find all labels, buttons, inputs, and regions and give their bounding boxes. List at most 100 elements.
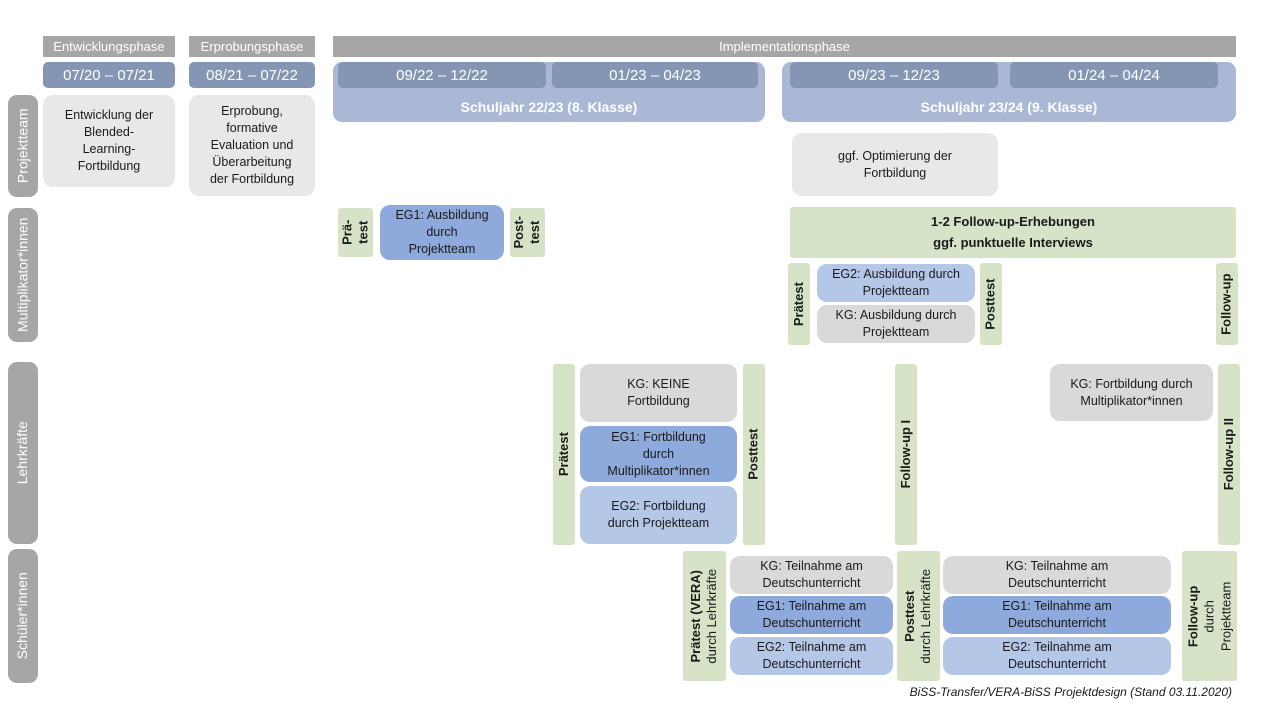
text-line: durch <box>1201 599 1217 633</box>
period-bar-01-23: 01/23 – 04/23 <box>552 62 758 88</box>
row-label-text: Projektteam <box>14 108 31 184</box>
text-line: Multiplikator*innen <box>1080 393 1183 408</box>
box-eg1-ausbildung: EG1: Ausbildung durch Projektteam <box>380 205 504 260</box>
text-line: Learning- <box>82 142 136 156</box>
box-text: KG: Teilnahme am Deutschunterricht <box>1006 558 1109 592</box>
vertical-label: Posttest durch Lehrkräfte <box>902 569 935 664</box>
box-followup-erhebungen: 1-2 Follow-up-Erhebungen ggf. punktuelle… <box>790 207 1236 258</box>
period-bar-07-20: 07/20 – 07/21 <box>43 62 175 88</box>
text-line: Evaluation und <box>210 138 294 152</box>
box-text: EG2: Fortbildung durch Projektteam <box>608 498 709 532</box>
box-kg-teilnahme-2: KG: Teilnahme am Deutschunterricht <box>943 556 1171 594</box>
text-line: Follow-up <box>1185 585 1201 647</box>
row-label-text: Lehrkräfte <box>14 421 31 485</box>
text-line: EG2: Ausbildung durch <box>832 267 960 281</box>
row-label-schueler: Schüler*innen <box>8 549 38 683</box>
box-text: EG2: Teilnahme am Deutschunterricht <box>757 639 867 673</box>
text-line: durch Lehrkräfte <box>704 568 720 664</box>
vertical-label: Post- test <box>511 216 544 249</box>
text-line: KG: Ausbildung durch <box>835 308 957 322</box>
text-line: Deutschunterricht <box>1008 576 1106 590</box>
text-line: durch Projektteam <box>607 516 710 530</box>
vertical-label: Follow-up <box>1218 273 1234 335</box>
text-line: Projektteam <box>408 242 476 256</box>
vertical-label: Follow-up durch Projektteam <box>1185 581 1234 650</box>
period-label: 07/20 – 07/21 <box>63 66 155 84</box>
text-line: EG2: Teilnahme am <box>1002 640 1112 654</box>
vertical-label: Prätest <box>555 432 571 477</box>
text-line: EG2: Teilnahme am <box>756 640 867 654</box>
row-label-projektteam: Projektteam <box>8 95 38 197</box>
bar-praetest-multiplikatoren-1: Prä- test <box>338 208 373 257</box>
bar-followup-schueler: Follow-up durch Projektteam <box>1182 551 1237 681</box>
bar-praetest-multiplikatoren-2: Prätest <box>788 263 810 345</box>
bar-posttest-multiplikatoren-2: Posttest <box>980 263 1002 345</box>
box-eg2-ausbildung: EG2: Ausbildung durch Projektteam <box>817 264 975 302</box>
period-label: 08/21 – 07/22 <box>206 66 298 84</box>
text-line: EG1: Teilnahme am <box>1002 599 1112 613</box>
text-line: Projektteam <box>862 325 930 339</box>
bar-followup-2-lehrkraefte: Follow-up II <box>1218 364 1240 545</box>
box-text: KG: Teilnahme am Deutschunterricht <box>760 558 863 592</box>
text-line: Erprobung, <box>221 104 283 118</box>
text-line: durch <box>642 446 675 461</box>
text-line: Fortbildung <box>863 165 927 180</box>
text-line: durch <box>426 225 458 239</box>
text-line: Posttest <box>902 590 918 642</box>
period-bar-08-21: 08/21 – 07/22 <box>189 62 315 88</box>
text-line: Fortbildung <box>77 159 141 173</box>
box-entwicklung-fortbildung: Entwicklung der Blended- Learning- Fortb… <box>43 95 175 187</box>
vertical-label: Follow-up II <box>1220 418 1236 491</box>
box-erprobung-evaluation: Erprobung, formative Evaluation und Über… <box>189 95 315 196</box>
text-line: durch Lehrkräfte <box>918 568 934 664</box>
footer-caption: BiSS-Transfer/VERA-BiSS Projektdesign (S… <box>909 685 1232 699</box>
box-text: Erprobung, formative Evaluation und Über… <box>210 103 294 188</box>
box-text: KG: KEINE Fortbildung <box>627 376 690 410</box>
box-eg1-teilnahme-2: EG1: Teilnahme am Deutschunterricht <box>943 596 1171 634</box>
vertical-label: Prätest <box>790 281 806 327</box>
bar-praetest-vera-schueler: Prätest (VERA) durch Lehrkräfte <box>683 551 726 681</box>
text-line: Deutschunterricht <box>762 616 861 630</box>
school-year-label: Schuljahr 23/24 (9. Klasse) <box>920 99 1098 115</box>
text-line: Projektteam <box>1217 581 1233 651</box>
text-line: Blended- <box>83 125 135 139</box>
box-eg2-fortbildung: EG2: Fortbildung durch Projektteam <box>580 486 737 544</box>
text-line: Deutschunterricht <box>1008 657 1106 671</box>
period-bar-09-23: 09/23 – 12/23 <box>790 62 998 88</box>
phase-label: Entwicklungsphase <box>53 39 165 54</box>
text-line: Multiplikator*innen <box>607 463 710 478</box>
text-line: test <box>527 220 543 245</box>
row-label-text: Schüler*innen <box>14 572 31 660</box>
vertical-label: Prätest (VERA) durch Lehrkräfte <box>688 569 721 664</box>
phase-header-erprobungsphase: Erprobungsphase <box>189 36 315 57</box>
vertical-label: Follow-up I <box>897 420 913 489</box>
phase-label: Implementationsphase <box>719 39 850 54</box>
box-eg1-fortbildung: EG1: Fortbildung durch Multiplikator*inn… <box>580 426 737 482</box>
bar-followup-1-lehrkraefte: Follow-up I <box>895 364 917 545</box>
phase-label: Erprobungsphase <box>200 39 304 54</box>
text-line: Post- <box>511 216 527 249</box>
text-line: KG: Teilnahme am <box>760 559 863 573</box>
text-line: Prä- <box>339 219 355 246</box>
box-text: EG1: Teilnahme am Deutschunterricht <box>757 598 867 632</box>
box-text: EG1: Fortbildung durch Multiplikator*inn… <box>607 429 709 480</box>
box-eg1-teilnahme-1: EG1: Teilnahme am Deutschunterricht <box>730 596 893 634</box>
phase-header-implementationsphase: Implementationsphase <box>333 36 1236 57</box>
bar-posttest-schueler: Posttest durch Lehrkräfte <box>897 551 940 681</box>
text-line: EG1: Ausbildung <box>395 208 489 222</box>
period-label: 09/22 – 12/22 <box>396 66 488 84</box>
box-eg2-teilnahme-2: EG2: Teilnahme am Deutschunterricht <box>943 637 1171 675</box>
period-label: 09/23 – 12/23 <box>848 66 940 84</box>
vertical-label: Posttest <box>982 278 998 330</box>
box-kg-fortbildung-multiplikatoren: KG: Fortbildung durch Multiplikator*inne… <box>1050 364 1213 421</box>
text-line: Fortbildung <box>627 394 690 408</box>
text-line: KG: Fortbildung durch <box>1070 376 1193 391</box>
text-line: der Fortbildung <box>209 172 295 186</box>
row-label-text: Multiplikator*innen <box>14 217 31 333</box>
bar-posttest-multiplikatoren-1: Post- test <box>510 208 545 257</box>
box-text: 1-2 Follow-up-Erhebungen ggf. punktuelle… <box>931 212 1095 252</box>
box-text: EG1: Ausbildung durch Projektteam <box>395 207 488 258</box>
box-kg-teilnahme-1: KG: Teilnahme am Deutschunterricht <box>730 556 893 594</box>
box-text: Entwicklung der Blended- Learning- Fortb… <box>65 107 153 175</box>
